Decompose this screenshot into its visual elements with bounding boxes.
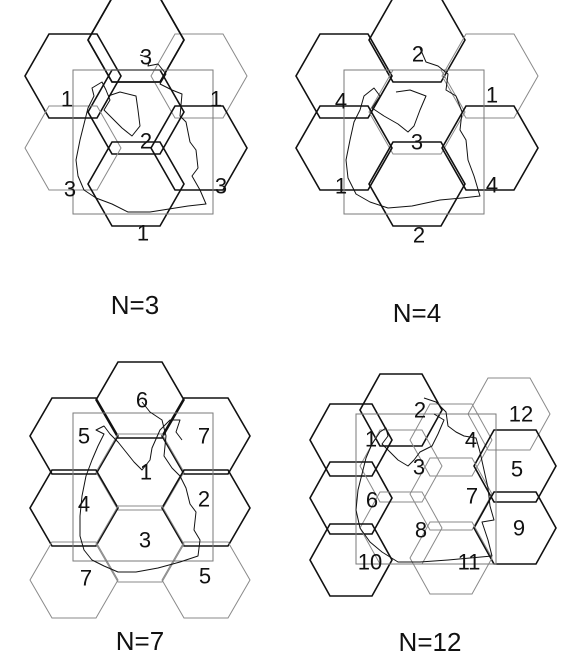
cell-label: 7	[198, 424, 210, 449]
cell-label: 5	[78, 424, 90, 449]
trajectory-path	[355, 397, 495, 563]
hex-grid	[24, 0, 248, 227]
cell-label: 4	[78, 492, 90, 517]
trajectory-path	[345, 47, 481, 209]
trajectory-path	[75, 54, 207, 213]
hex-cell	[29, 541, 119, 619]
cell-label: 2	[414, 398, 426, 423]
cell-label: 12	[509, 402, 533, 427]
cell-label: 3	[411, 130, 423, 155]
hex-cell	[87, 141, 185, 227]
hex-grid	[295, 0, 539, 227]
hex-cell	[29, 469, 119, 547]
cell-label: 9	[513, 516, 525, 541]
hex-cell	[409, 403, 493, 477]
hex-cell	[473, 429, 557, 503]
hex-cell	[95, 505, 185, 583]
cell-label: 3	[413, 455, 425, 480]
cell-label: 3	[140, 45, 152, 70]
cell-label: 3	[139, 528, 151, 553]
hex-cell	[161, 397, 251, 475]
coverage-square	[72, 412, 214, 562]
hex-cell	[161, 541, 251, 619]
hex-cell	[309, 523, 393, 597]
cell-label: 11	[458, 550, 481, 575]
hex-cell	[409, 457, 493, 531]
cell-label: 4	[465, 428, 477, 453]
cell-label: 1	[140, 460, 152, 485]
hex-cell	[368, 141, 466, 227]
coverage-square	[72, 69, 214, 215]
hex-cell	[95, 433, 185, 511]
panel-n3: 3 1 1 2 3 3 1 N=3	[24, 0, 248, 320]
cell-label: 6	[366, 488, 378, 513]
cell-label: 8	[415, 518, 427, 543]
panel-n7: 6 5 7 1 4 2 3 7 5 N=7	[29, 361, 251, 656]
hex-cell	[150, 33, 248, 119]
cell-label: 7	[80, 566, 92, 591]
panel-n12: 2 12 1 4 3 5 6 7 8 9 10 11 N=12	[309, 373, 557, 657]
coverage-square	[343, 69, 485, 215]
hex-cell	[87, 0, 185, 83]
cell-label: 1	[61, 87, 73, 112]
hex-cell	[309, 403, 393, 477]
hex-cell	[409, 521, 493, 595]
cell-label: 6	[136, 388, 148, 413]
cell-label: 2	[412, 42, 424, 67]
coverage-square	[355, 413, 497, 565]
panel-title: N=4	[393, 298, 441, 328]
cell-label: 1	[365, 427, 377, 452]
cell-label: 1	[137, 221, 149, 246]
cell-label: 1	[335, 174, 347, 199]
panel-title: N=3	[111, 290, 159, 320]
hex-cell	[441, 105, 539, 191]
cell-label: 2	[413, 223, 425, 248]
hex-cell	[24, 105, 122, 191]
hex-cell	[359, 429, 443, 503]
cell-label: 3	[215, 174, 227, 199]
hex-cell	[368, 0, 466, 83]
cell-label: 3	[64, 177, 76, 202]
cell-label: 1	[486, 83, 498, 108]
hex-cell	[161, 469, 251, 547]
hex-cell	[295, 33, 393, 119]
panel-n4: 2 4 1 3 1 4 2 N=4	[295, 0, 539, 328]
hex-cell	[29, 397, 119, 475]
cell-label: 5	[511, 457, 523, 482]
trajectory-path	[79, 401, 201, 573]
hex-cell	[309, 461, 393, 535]
hex-cell	[473, 491, 557, 565]
cell-label: 4	[486, 173, 498, 198]
cell-label: 4	[335, 89, 347, 114]
cell-label: 1	[210, 87, 222, 112]
cell-label: 2	[140, 129, 152, 154]
panel-title: N=12	[399, 627, 462, 657]
hex-cell	[24, 33, 122, 119]
hex-cell	[295, 105, 393, 191]
cell-label: 5	[199, 564, 211, 589]
hex-cell	[441, 33, 539, 119]
hex-cell	[359, 373, 443, 447]
hex-grid	[309, 373, 557, 597]
cell-label: 7	[466, 484, 478, 509]
panel-title: N=7	[116, 626, 164, 656]
cell-label: 10	[358, 550, 382, 575]
cell-label: 2	[198, 487, 210, 512]
hex-grid	[29, 361, 251, 619]
hex-cell	[150, 105, 248, 191]
hex-cell	[95, 361, 185, 439]
